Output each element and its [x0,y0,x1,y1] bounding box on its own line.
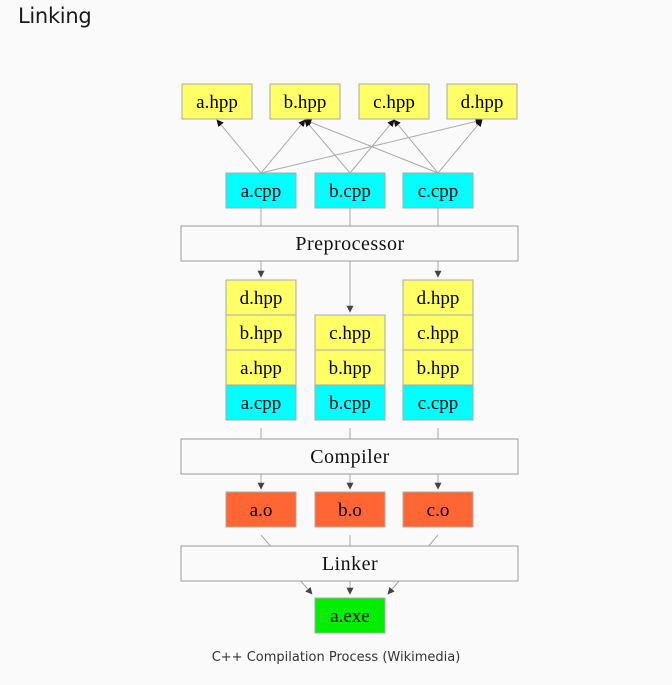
compiler-stage [180,438,519,475]
linker-label: Linker [322,553,378,575]
object-c-label: c.o [427,500,450,521]
stack-c: d.hpp c.hpp b.hpp c.cpp [402,279,474,421]
source-c: c.cpp [402,172,474,209]
object-a-label: a.o [250,500,273,521]
header-d: d.hpp [446,83,518,120]
source-c-label: c.cpp [418,181,459,202]
include-arrow [304,119,439,174]
stack-a-item: b.hpp [240,323,283,344]
header-a-label: a.hpp [196,92,238,113]
include-arrow [304,119,351,174]
object-b: b.o [314,491,386,528]
header-d-label: d.hpp [461,92,504,113]
source-b-label: b.cpp [329,181,371,202]
preprocessor-label: Preprocessor [295,233,404,255]
stack-a-item: d.hpp [240,288,283,309]
executable-label: a.exe [330,606,370,627]
source-b: b.cpp [314,172,386,209]
stack-c-item: c.cpp [418,393,459,414]
page-title: Linking [18,4,92,28]
stack-a-item: a.hpp [240,358,282,379]
linker-stage [180,545,519,582]
include-arrow [216,119,262,174]
stack-c-item: c.hpp [417,323,459,344]
stack-c-item: d.hpp [417,288,460,309]
header-c: c.hpp [358,83,430,120]
object-b-label: b.o [338,500,362,521]
stack-b: c.hpp b.hpp b.cpp [314,314,386,421]
source-a: a.cpp [225,172,297,209]
compiler-label: Compiler [310,446,390,468]
stack-b-item: b.cpp [329,393,371,414]
include-edges [216,118,483,174]
figure-caption: C++ Compilation Process (Wikimedia) [211,650,461,665]
source-a-label: a.cpp [241,181,282,202]
include-arrow [393,119,439,174]
executable: a.exe [314,597,386,634]
header-a: a.hpp [181,83,253,120]
object-c: c.o [402,491,474,528]
header-c-label: c.hpp [373,92,415,113]
stack-a: d.hpp b.hpp a.hpp a.cpp [225,279,297,421]
stack-b-item: c.hpp [329,323,371,344]
compilation-diagram: Preprocessor Compiler Linker a.hpp b.hpp… [180,83,519,634]
header-b-label: b.hpp [284,92,327,113]
preprocessor-stage [180,225,519,262]
object-a: a.o [225,491,297,528]
stack-a-item: a.cpp [241,393,282,414]
include-arrow [437,119,483,174]
stack-b-item: b.hpp [329,358,372,379]
stack-c-item: b.hpp [417,358,460,379]
header-b: b.hpp [269,83,341,120]
include-arrow [260,119,306,174]
